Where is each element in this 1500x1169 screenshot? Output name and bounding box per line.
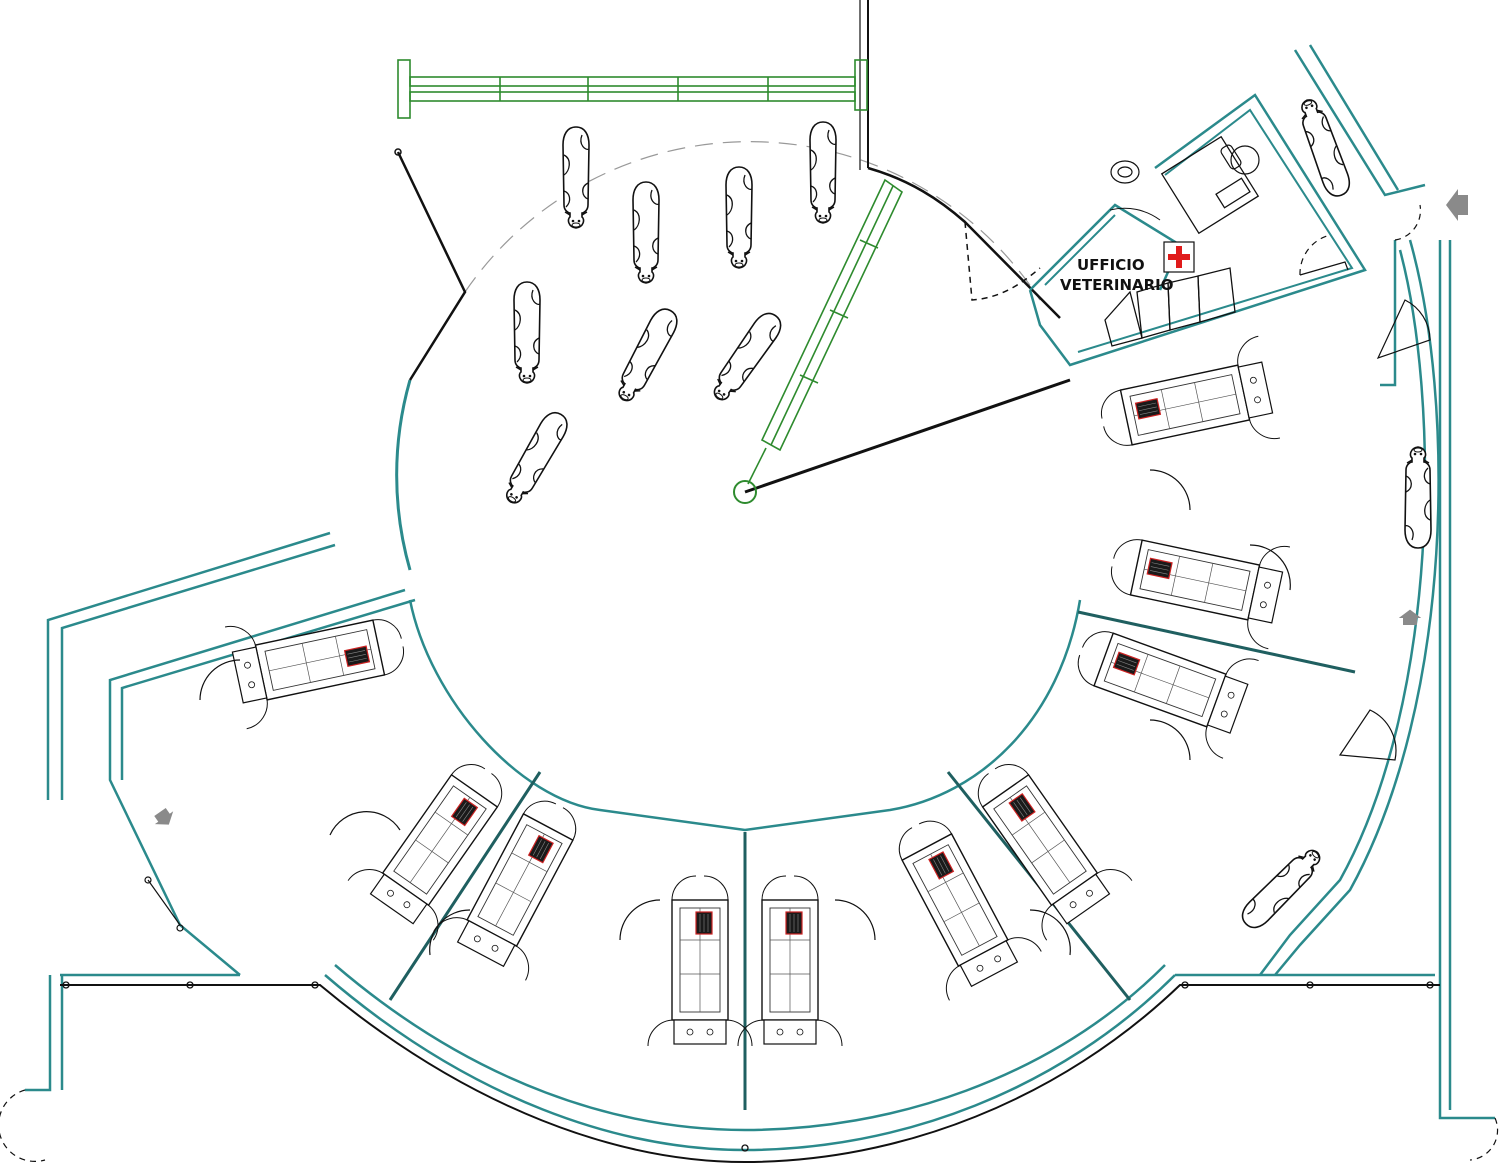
milking-robot-icon: [737, 875, 843, 1047]
milking-robot-icon: [647, 875, 753, 1047]
office-desk: [1160, 135, 1260, 235]
milking-robot-icon: [1101, 510, 1291, 650]
waiting-area: [394, 0, 1071, 571]
cow-icon: [809, 121, 837, 224]
office-cabinets: [1104, 267, 1236, 347]
parlour-inner-ring: [408, 599, 1082, 832]
milking-units: [224, 335, 1291, 1047]
cow-icon: [632, 181, 660, 284]
milking-robot-icon: [224, 590, 414, 730]
sink-icon: [1110, 160, 1140, 184]
office-label-line1: UFFICIO: [1077, 256, 1145, 274]
building-walls: [25, 44, 1495, 1152]
stall-gate-swings: [199, 469, 1291, 956]
cow-icon: [725, 166, 753, 269]
cow-icon: [562, 126, 590, 229]
parlour-entry-gate: [867, 166, 1061, 319]
flow-arrow-icon: [150, 805, 179, 832]
cow-icon: [498, 407, 574, 510]
vet-office: UFFICIO VETERINARIO: [1028, 93, 1367, 367]
cow-icon: [1293, 94, 1355, 201]
waiting-area-guide-circle: [464, 141, 1041, 301]
rotating-gate-arm: [744, 378, 1071, 494]
cow-icon: [1404, 446, 1432, 549]
parlour-outer-rail: [60, 981, 1440, 1164]
milking-robot-icon: [1062, 601, 1260, 759]
pusher-gate-barrier: [733, 178, 904, 504]
milking-robot-icon: [1091, 335, 1281, 475]
cows-holding: [498, 121, 837, 510]
cow-icon: [610, 303, 683, 407]
cow-icon: [513, 281, 541, 384]
office-chair-icon: [1220, 144, 1260, 175]
office-label-line2: VETERINARIO: [1060, 276, 1174, 294]
flow-arrows: [150, 189, 1468, 832]
gate-pivot: [733, 480, 757, 504]
door-swing-icons: [0, 204, 1499, 1162]
flow-arrow-icon: [1446, 189, 1468, 221]
red-cross-icon: [1163, 241, 1195, 273]
cow-icon: [1236, 842, 1328, 934]
cow-icon: [706, 307, 787, 407]
waiting-area-boundary: [395, 379, 412, 571]
crowd-gate-barrier: [397, 59, 868, 119]
